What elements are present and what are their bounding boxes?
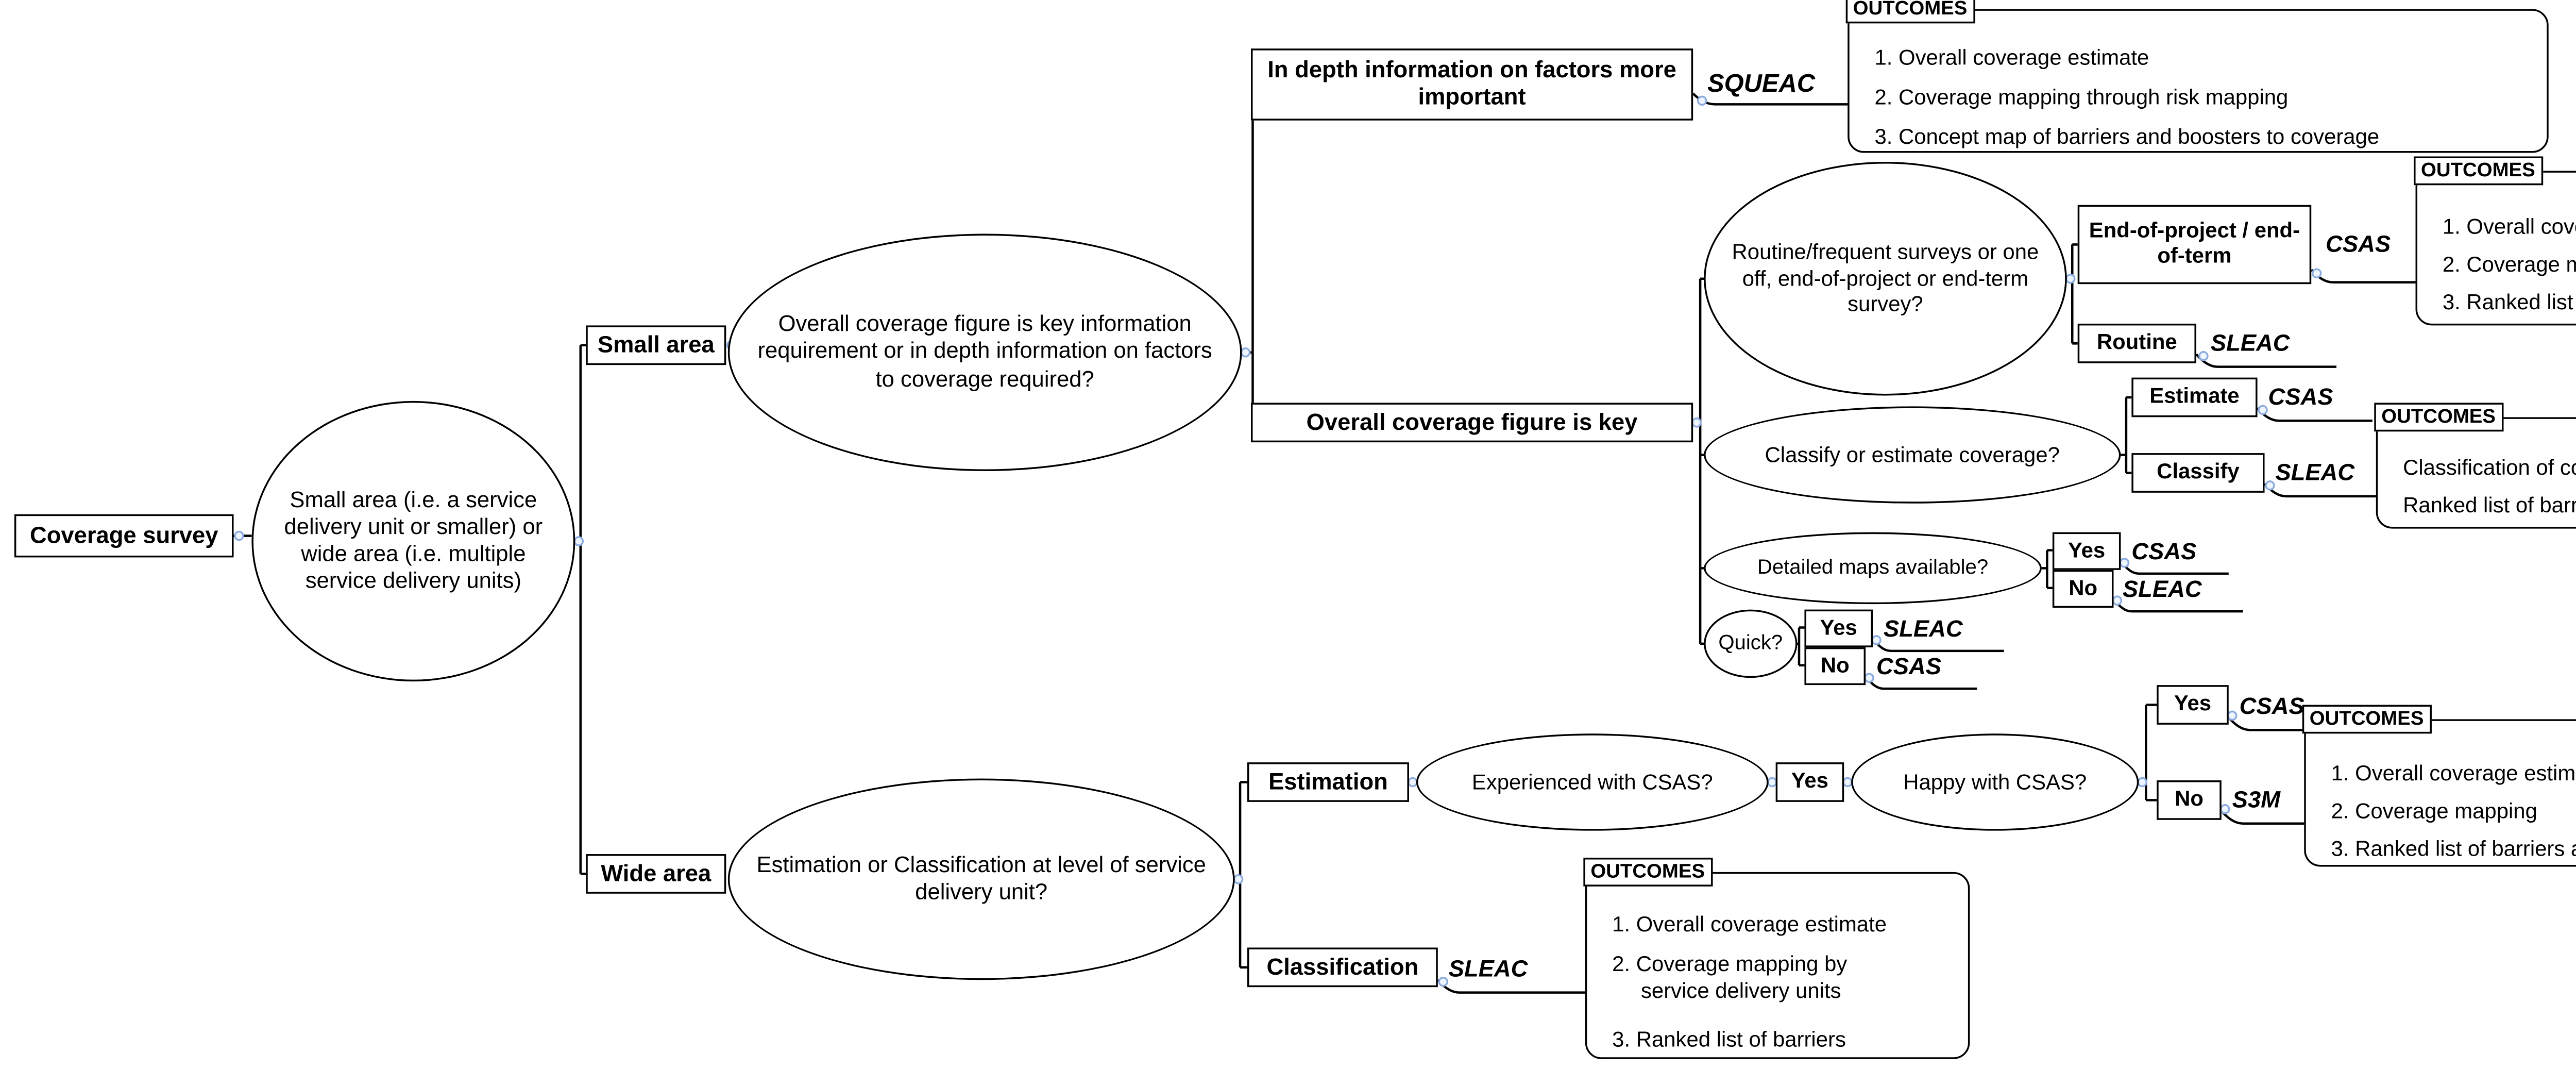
ellipse-quick-question[interactable]: Quick? (1704, 609, 1798, 678)
bracket-maps (2041, 549, 2053, 590)
outcome-item[interactable]: 3. Ranked list of barriers (2442, 289, 2576, 315)
node-happy-yes[interactable]: Yes (2157, 685, 2229, 725)
node-end-of-project[interactable]: End-of-project / end-of-term (2077, 205, 2312, 285)
node-estimation[interactable]: Estimation (1247, 762, 1409, 802)
node-quick-yes[interactable]: Yes (1804, 609, 1873, 647)
node-wide-area[interactable]: Wide area (586, 854, 726, 894)
outcomes-label[interactable]: OUTCOMES (2414, 156, 2543, 186)
bracket-figure-key-questions (1693, 277, 1706, 645)
method-sleac-classify[interactable]: SLEAC (2275, 458, 2355, 486)
node-maps-yes[interactable]: Yes (2052, 532, 2121, 570)
outcomes-label[interactable]: OUTCOMES (1583, 858, 1713, 887)
edge-csas-endproject (2310, 269, 2416, 283)
node-routine[interactable]: Routine (2077, 323, 2196, 363)
method-csas-maps-yes[interactable]: CSAS (2131, 538, 2197, 565)
outcomes-label[interactable]: OUTCOMES (2374, 403, 2503, 432)
node-experienced-yes[interactable]: Yes (1775, 762, 1844, 802)
method-squeac[interactable]: SQUEAC (1707, 68, 1816, 97)
outcomes-label[interactable]: OUTCOMES (2302, 705, 2431, 734)
ellipse-maps-question[interactable]: Detailed maps available? (1704, 532, 2042, 605)
outcome-item[interactable]: 2. Coverage mapping through risk mapping (1874, 84, 2289, 110)
outcome-item[interactable]: 1. Overall coverage estimate (1874, 45, 2149, 71)
bracket-area-branches (575, 344, 586, 875)
outcome-item[interactable]: 2. Coverage mapping (2442, 252, 2576, 277)
ellipse-survey-type-question[interactable]: Routine/frequent surveys or one off, end… (1704, 161, 2067, 396)
ellipse-area-question[interactable]: Small area (i.e. a service delivery unit… (251, 400, 575, 682)
bracket-quick (1797, 626, 1805, 667)
ellipse-small-question[interactable]: Overall coverage figure is key informati… (727, 233, 1242, 471)
outcomes-label[interactable]: OUTCOMES (1845, 0, 1975, 24)
ellipse-wide-question[interactable]: Estimation or Classification at level of… (727, 778, 1235, 980)
method-csas-happy-yes[interactable]: CSAS (2239, 692, 2304, 720)
node-maps-no[interactable]: No (2052, 570, 2114, 608)
outcomes-cloud-sleac-classify: OUTCOMES Classification of coverage Rank… (2374, 403, 2576, 529)
method-csas-estimate[interactable]: CSAS (2268, 383, 2333, 410)
ellipse-experienced-question[interactable]: Experienced with CSAS? (1416, 733, 1769, 831)
outcomes-cloud-sleac-classification: OUTCOMES 1. Overall coverage estimate 2.… (1583, 858, 1970, 1059)
bracket-survey-type (2066, 243, 2078, 345)
node-coverage-survey[interactable]: Coverage survey (14, 514, 234, 558)
node-quick-no[interactable]: No (1804, 647, 1866, 686)
bracket-classify-estimate (2121, 396, 2132, 474)
outcome-item[interactable]: 3. Ranked list of barriers and boosters (2331, 836, 2576, 861)
method-sleac-classification[interactable]: SLEAC (1448, 955, 1528, 982)
outcome-item[interactable]: 1. Overall coverage estimate (2442, 214, 2576, 239)
node-happy-no[interactable]: No (2157, 780, 2222, 820)
ellipse-classify-estimate-question[interactable]: Classify or estimate coverage? (1704, 406, 2121, 504)
node-small-area[interactable]: Small area (586, 325, 726, 365)
outcome-item[interactable]: 1. Overall coverage estimate (2331, 760, 2576, 786)
method-csas-end-of-project[interactable]: CSAS (2326, 230, 2391, 257)
outcome-item[interactable]: 3. Ranked list of barriers (1612, 1026, 1846, 1052)
method-sleac-quick-yes[interactable]: SLEAC (1883, 615, 1963, 642)
node-classify[interactable]: Classify (2131, 453, 2265, 493)
ellipse-happy-question[interactable]: Happy with CSAS? (1851, 733, 2139, 831)
outcomes-cloud-s3m: OUTCOMES 1. Overall coverage estimate 2.… (2302, 705, 2576, 867)
outcome-item[interactable]: 1. Overall coverage estimate (1612, 911, 1887, 937)
bracket-small-branches (1242, 83, 1257, 424)
method-s3m[interactable]: S3M (2232, 786, 2280, 813)
outcome-item[interactable]: 3. Concept map of barriers and boosters … (1874, 124, 2380, 149)
outcomes-cloud-squeac: OUTCOMES 1. Overall coverage estimate 2.… (1845, 0, 2549, 153)
node-classification[interactable]: Classification (1247, 947, 1438, 988)
outcome-item[interactable]: Ranked list of barriers (2403, 492, 2576, 518)
method-sleac-maps-no[interactable]: SLEAC (2122, 575, 2202, 603)
outcome-item[interactable]: Classification of coverage (2403, 455, 2576, 480)
outcome-item[interactable]: 2. Coverage mapping by service delivery … (1612, 951, 1848, 1004)
method-csas-quick-no[interactable]: CSAS (1876, 653, 1942, 680)
method-sleac-routine[interactable]: SLEAC (2210, 329, 2290, 356)
node-in-depth-info[interactable]: In depth information on factors more imp… (1250, 48, 1693, 121)
outcomes-cloud-csas: OUTCOMES 1. Overall coverage estimate 2.… (2414, 156, 2576, 326)
node-figure-is-key[interactable]: Overall coverage figure is key (1250, 403, 1693, 443)
outcome-item[interactable]: 2. Coverage mapping (2331, 798, 2537, 824)
node-estimate[interactable]: Estimate (2131, 377, 2258, 417)
fold-handle-icon[interactable] (234, 95, 2322, 987)
